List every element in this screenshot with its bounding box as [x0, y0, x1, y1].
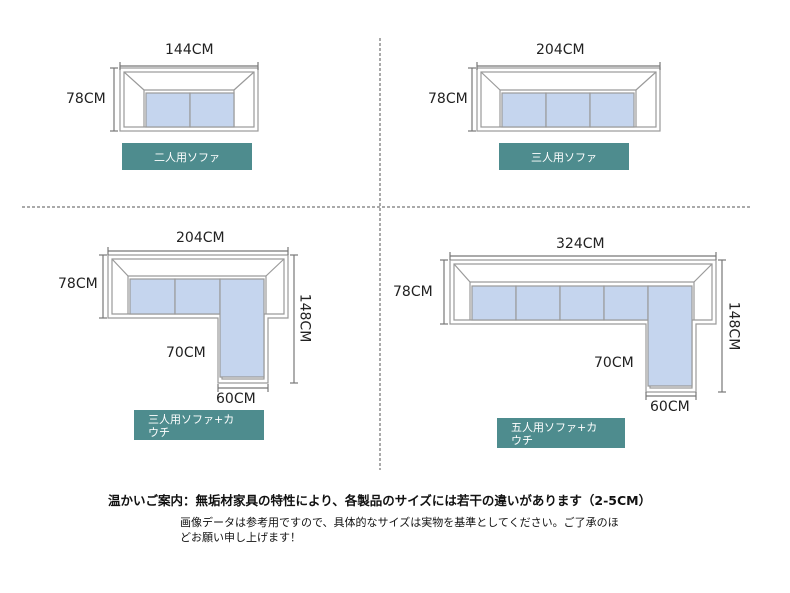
three-seat-couch-chaise-width: 60CM: [216, 391, 256, 407]
five-seat-couch-drawing: [440, 252, 726, 400]
three-seat-height: 78CM: [428, 91, 468, 107]
three-seat-label: 三人用ソファ: [499, 143, 629, 170]
two-seat-sofa-drawing: [110, 62, 259, 132]
five-seat-couch-depth: 148CM: [725, 301, 742, 351]
two-seat-height: 78CM: [66, 91, 106, 107]
five-seat-couch-label: 五人用ソファ+カウチ: [497, 418, 625, 448]
three-seat-couch-height: 78CM: [58, 276, 98, 292]
three-seat-couch-chaise-inner: 70CM: [166, 345, 206, 361]
three-seat-width: 204CM: [536, 42, 585, 58]
five-seat-couch-width: 324CM: [556, 236, 605, 252]
three-seat-couch-label-text: 三人用ソファ+カウチ: [148, 413, 235, 439]
five-seat-couch-label-text: 五人用ソファ+カウチ: [511, 421, 598, 447]
five-seat-couch-chaise-inner: 70CM: [594, 355, 634, 371]
five-seat-couch-chaise-width: 60CM: [650, 399, 690, 415]
two-seat-width: 144CM: [165, 42, 214, 58]
five-seat-couch-height: 78CM: [393, 284, 433, 300]
three-seat-couch-label: 三人用ソファ+カウチ: [134, 410, 264, 440]
three-seat-couch-depth: 148CM: [296, 293, 313, 343]
reference-image-note: 画像データは参考用ですので、具体的なサイズは実物を基準としてください。ご了承のほ…: [180, 516, 619, 544]
three-seat-couch-width: 204CM: [176, 230, 225, 246]
two-seat-label: 二人用ソファ: [122, 143, 252, 170]
three-seat-sofa-drawing: [468, 62, 661, 132]
size-variance-note: 温かいご案内：無垢材家具の特性により、各製品のサイズには若干の違いがあります（2…: [108, 493, 652, 508]
three-seat-couch-drawing: [99, 247, 298, 392]
